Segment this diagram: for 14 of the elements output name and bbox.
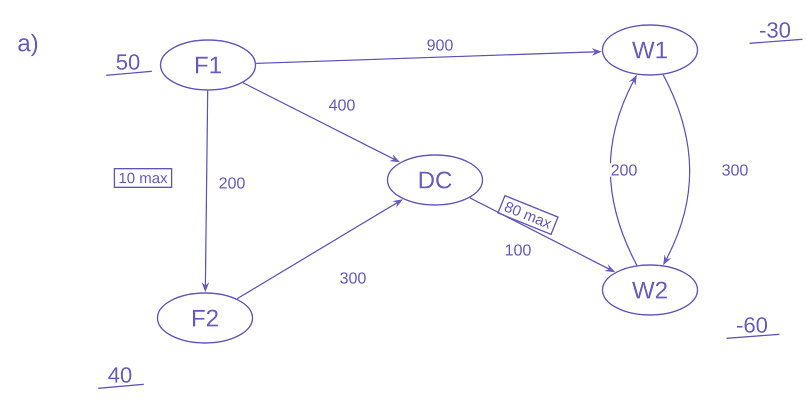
note-box: 80 max <box>497 194 559 236</box>
value-label: 40 <box>98 367 144 389</box>
panel-label: a) <box>18 34 38 56</box>
edge-label: 400 <box>328 98 356 112</box>
edge-label: 200 <box>218 176 246 190</box>
value-label: 50 <box>106 54 152 76</box>
value-label: -60 <box>726 317 780 339</box>
value-label: -30 <box>750 22 802 44</box>
edge-label: 100 <box>504 243 532 257</box>
edge-label: 300 <box>338 271 368 285</box>
edge-label: 900 <box>426 38 454 52</box>
edge-label: 200 <box>610 163 638 177</box>
edge-label: 300 <box>720 163 750 177</box>
note-box: 10 max <box>114 168 172 188</box>
